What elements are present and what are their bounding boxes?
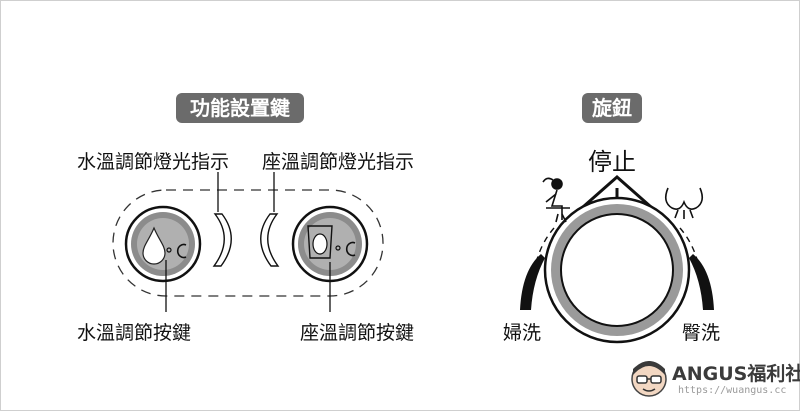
control-panel-outline [112,189,384,297]
seat-temp-indicator-light [260,213,280,267]
bidet-pressure-arc [520,254,545,310]
water-temp-button-label: 水溫調節按鍵 [77,322,192,344]
watermark-url: https://wuangus.cc [678,385,787,396]
knob-rear-wash-label: 臀洗 [682,322,721,344]
water-temp-indicator-label: 水溫調節燈光指示 [77,151,230,173]
bidet-figure-icon [542,177,570,223]
seat-temp-indicator-label: 座溫調節燈光指示 [262,151,415,173]
water-temp-button[interactable] [124,205,202,283]
water-temp-indicator-light [212,213,232,267]
function-keys-title: 功能設置鍵 [176,93,304,123]
rear-wash-icon [664,187,704,219]
rear-pressure-arc [689,254,714,310]
rotary-knob[interactable] [543,175,691,344]
mascot-logo-icon [631,361,667,397]
watermark: ANGUS福利社 https://wuangus.cc [628,355,800,405]
toilet-seat-icon [307,225,356,259]
seat-temp-button-label: 座溫調節按鍵 [300,322,415,344]
knob-title: 旋鈕 [582,93,642,123]
knob-bidet-label: 婦洗 [503,322,542,344]
watermark-brand: ANGUS福利社 [672,363,800,385]
water-drop-icon [142,226,187,265]
knob-stop-label: 停止 [588,148,636,176]
